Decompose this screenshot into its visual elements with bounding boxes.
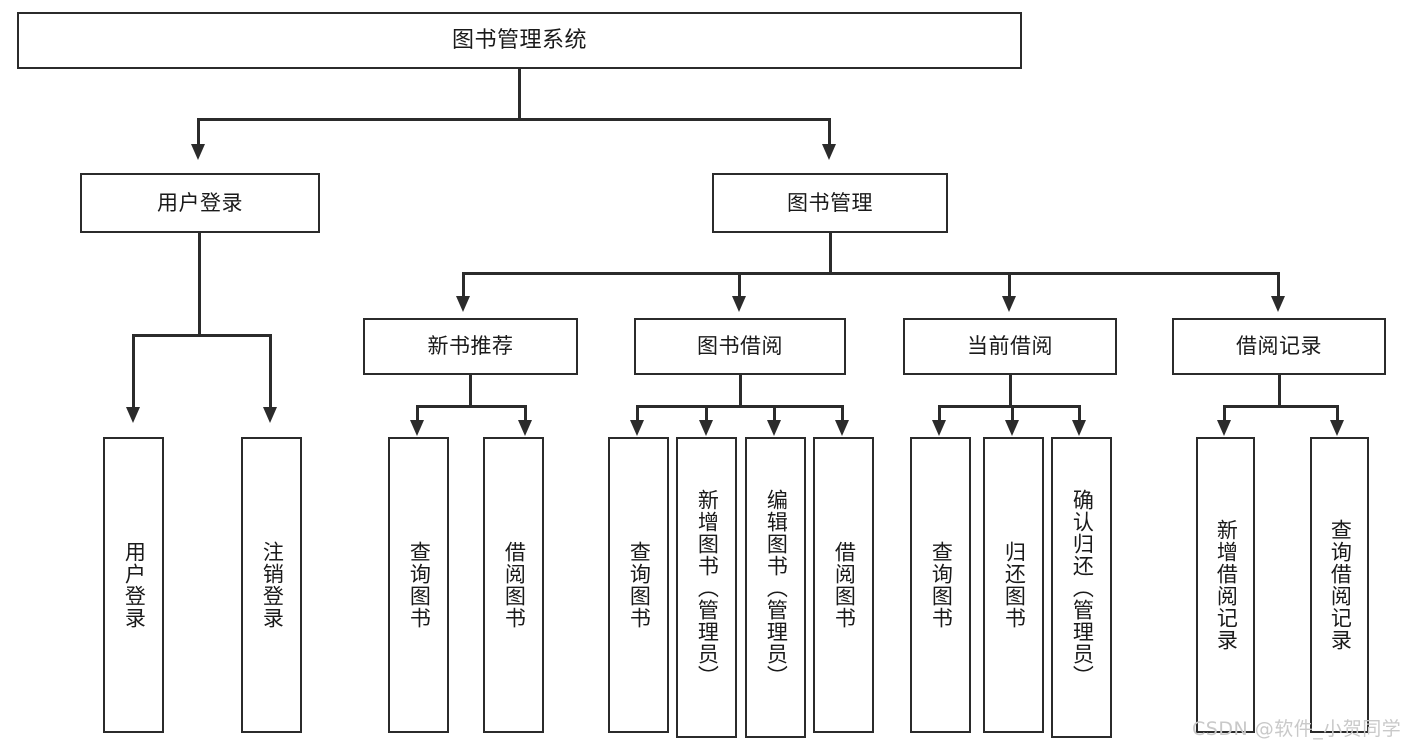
connector-cb-drop-1 [938,405,941,425]
node-label: 借阅图书 [502,541,527,629]
connector-cb-drop-2 [1011,405,1014,425]
connector-br-drop-2 [1336,405,1339,425]
arrowhead-leaf-8 [835,420,849,436]
node-label: 查询图书 [407,541,432,629]
connector-root-stem [518,69,521,119]
connector-user-login-bus [132,334,269,337]
arrowhead-leaf-5 [630,420,644,436]
arrowhead-leaf-3 [410,420,424,436]
arrowhead-leaf-6 [699,420,713,436]
node-current-borrowing[interactable]: 当前借阅 [903,318,1117,375]
connector-book-borrow-bus [636,405,844,408]
node-new-book-recommendation[interactable]: 新书推荐 [363,318,578,375]
connector-current-borrow-stem [1009,375,1012,406]
leaf-borrow-books-bb[interactable]: 借阅图书 [813,437,874,733]
node-label: 查询借阅记录 [1328,519,1353,651]
leaf-edit-book-admin[interactable]: 编辑图书（管理员） [745,437,806,738]
leaf-add-borrow-record[interactable]: 新增借阅记录 [1196,437,1255,733]
node-label: 用户登录 [157,190,243,215]
leaf-logout[interactable]: 注销登录 [241,437,302,733]
node-book-management[interactable]: 图书管理 [712,173,948,233]
leaf-query-books-nbr[interactable]: 查询图书 [388,437,449,733]
leaf-confirm-return-admin[interactable]: 确认归还（管理员） [1051,437,1112,738]
node-label: 归还图书 [1002,541,1027,629]
node-label: 查询图书 [929,541,954,629]
node-book-borrowing[interactable]: 图书借阅 [634,318,846,375]
watermark-text: CSDN @软件_小贺同学 [1192,718,1402,740]
node-borrowing-record[interactable]: 借阅记录 [1172,318,1386,375]
node-label: 编辑图书（管理员） [764,488,789,687]
connector-bb-drop-1 [636,405,639,425]
connector-nbr-drop-1 [416,405,419,425]
arrowhead-leaf-13 [1330,420,1344,436]
arrowhead-leaf-2 [263,407,277,423]
connector-bb-drop-2 [705,405,708,425]
arrowhead-to-new-book-rec [456,296,470,312]
connector-to-user-login [197,118,200,146]
arrowhead-leaf-1 [126,407,140,423]
node-label: 新书推荐 [427,334,514,359]
node-label: 确认归还（管理员） [1070,488,1095,687]
connector-to-book-borrow [738,272,741,297]
connector-cb-drop-3 [1078,405,1081,425]
node-label: 查询图书 [627,541,652,629]
node-label: 图书管理 [787,190,873,215]
node-label: 图书借阅 [697,334,783,359]
connector-borrow-record-stem [1278,375,1281,406]
arrowhead-leaf-7 [767,420,781,436]
node-label: 当前借阅 [967,334,1053,359]
leaf-query-books-cb[interactable]: 查询图书 [910,437,971,733]
arrowhead-leaf-12 [1217,420,1231,436]
connector-level2-bus [197,118,831,121]
arrowhead-leaf-4 [518,420,532,436]
arrowhead-leaf-10 [1005,420,1019,436]
node-label: 注销登录 [260,541,285,629]
connector-current-borrow-bus [938,405,1081,408]
arrowhead-to-book-borrow [732,296,746,312]
connector-bb-drop-3 [773,405,776,425]
node-label: 图书管理系统 [451,27,587,53]
connector-bb-drop-4 [841,405,844,425]
arrowhead-to-user-login [191,144,205,160]
connector-book-management-stem [829,233,832,273]
connector-to-borrow-record [1277,272,1280,297]
connector-new-book-rec-stem [469,375,472,406]
arrowhead-to-book-management [822,144,836,160]
connector-to-new-book-rec [462,272,465,297]
leaf-borrow-books-nbr[interactable]: 借阅图书 [483,437,544,733]
leaf-add-book-admin[interactable]: 新增图书（管理员） [676,437,737,738]
connector-to-book-management [828,118,831,146]
node-label: 借阅记录 [1236,334,1322,359]
connector-new-book-rec-bus [416,405,527,408]
connector-borrow-record-bus [1223,405,1339,408]
connector-br-drop-1 [1223,405,1226,425]
connector-nbr-drop-2 [524,405,527,425]
leaf-query-books-bb[interactable]: 查询图书 [608,437,669,733]
leaf-user-login[interactable]: 用户登录 [103,437,164,733]
connector-book-borrow-stem [739,375,742,406]
arrowhead-leaf-9 [932,420,946,436]
leaf-query-borrow-record[interactable]: 查询借阅记录 [1310,437,1369,733]
connector-user-login-stem [198,233,201,335]
arrowhead-to-borrow-record [1271,296,1285,312]
node-user-login[interactable]: 用户登录 [80,173,320,233]
node-label: 新增图书（管理员） [695,488,720,687]
connector-user-login-drop-2 [269,334,272,409]
connector-level3-bus [462,272,1280,275]
node-label: 新增借阅记录 [1214,519,1239,651]
leaf-return-books[interactable]: 归还图书 [983,437,1044,733]
arrowhead-to-current-borrow [1002,296,1016,312]
connector-to-current-borrow [1008,272,1011,297]
node-label: 用户登录 [122,541,147,629]
node-label: 借阅图书 [832,541,857,629]
arrowhead-leaf-11 [1072,420,1086,436]
connector-user-login-drop-1 [132,334,135,409]
node-root-book-management-system[interactable]: 图书管理系统 [17,12,1022,69]
